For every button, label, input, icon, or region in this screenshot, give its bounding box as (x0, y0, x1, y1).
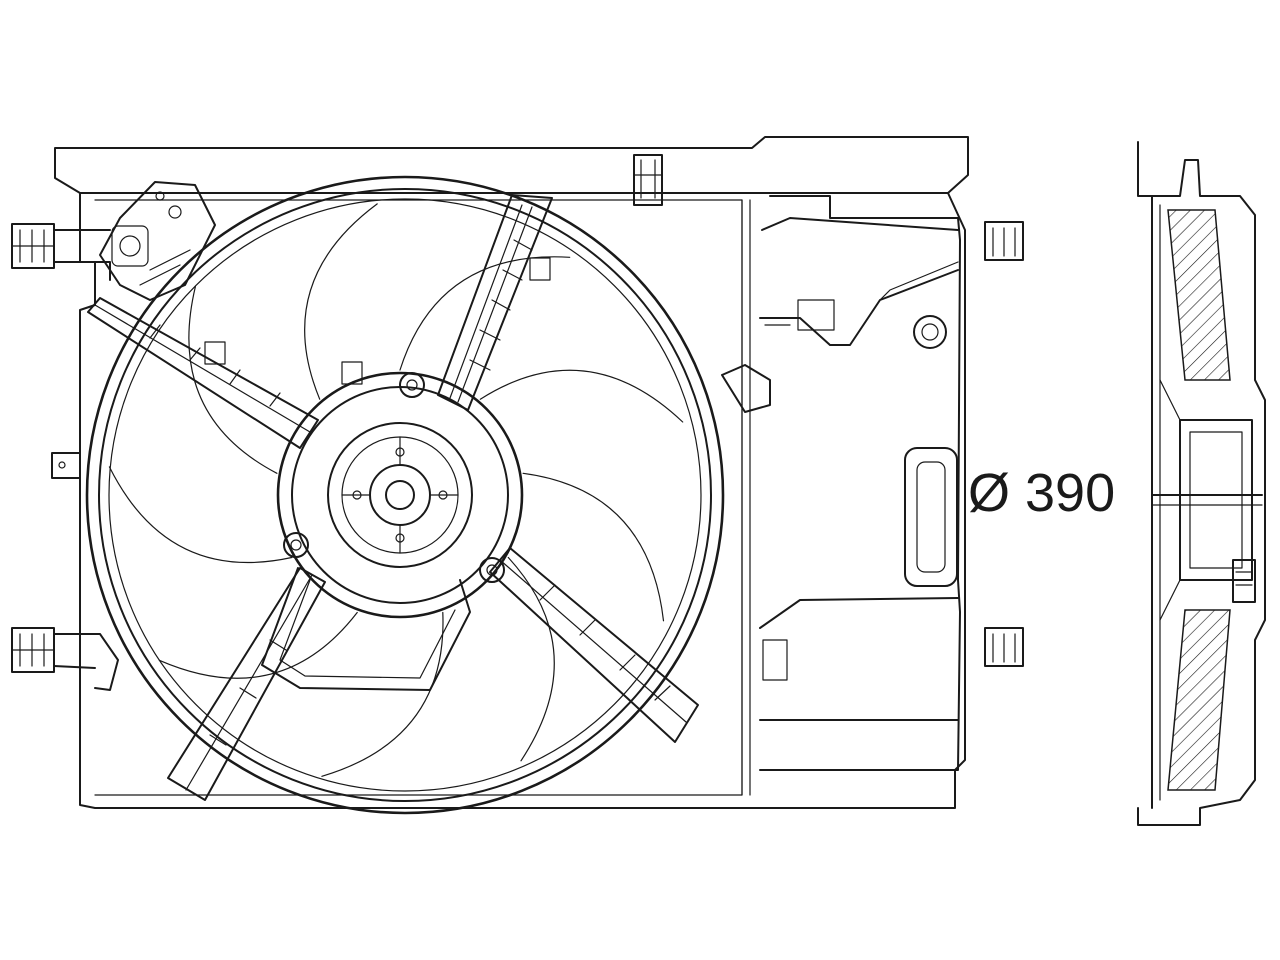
fan-ring (85, 175, 725, 815)
fan-blade-edge (158, 611, 358, 679)
diameter-dimension-label: Ø 390 (968, 463, 1116, 523)
fan-blade-edge (108, 466, 293, 564)
fan-blades (108, 203, 684, 777)
fan-blade-edge (304, 203, 378, 400)
fan-blade-edge (522, 472, 665, 622)
fan-blade-edge (321, 611, 444, 777)
support-struts (87, 194, 699, 801)
side-view (1137, 141, 1266, 826)
upper-left-connector (11, 223, 111, 281)
fan-blade-edge (507, 556, 555, 762)
motor-hub (276, 371, 524, 619)
right-housing (721, 195, 1024, 771)
fan-blade-edge (479, 369, 684, 423)
fan-blade-edge (188, 286, 278, 474)
lower-left-connector (11, 627, 119, 691)
fan-blade-edge (399, 256, 571, 371)
ring-tabs (204, 257, 551, 385)
resistor-module (99, 181, 216, 301)
